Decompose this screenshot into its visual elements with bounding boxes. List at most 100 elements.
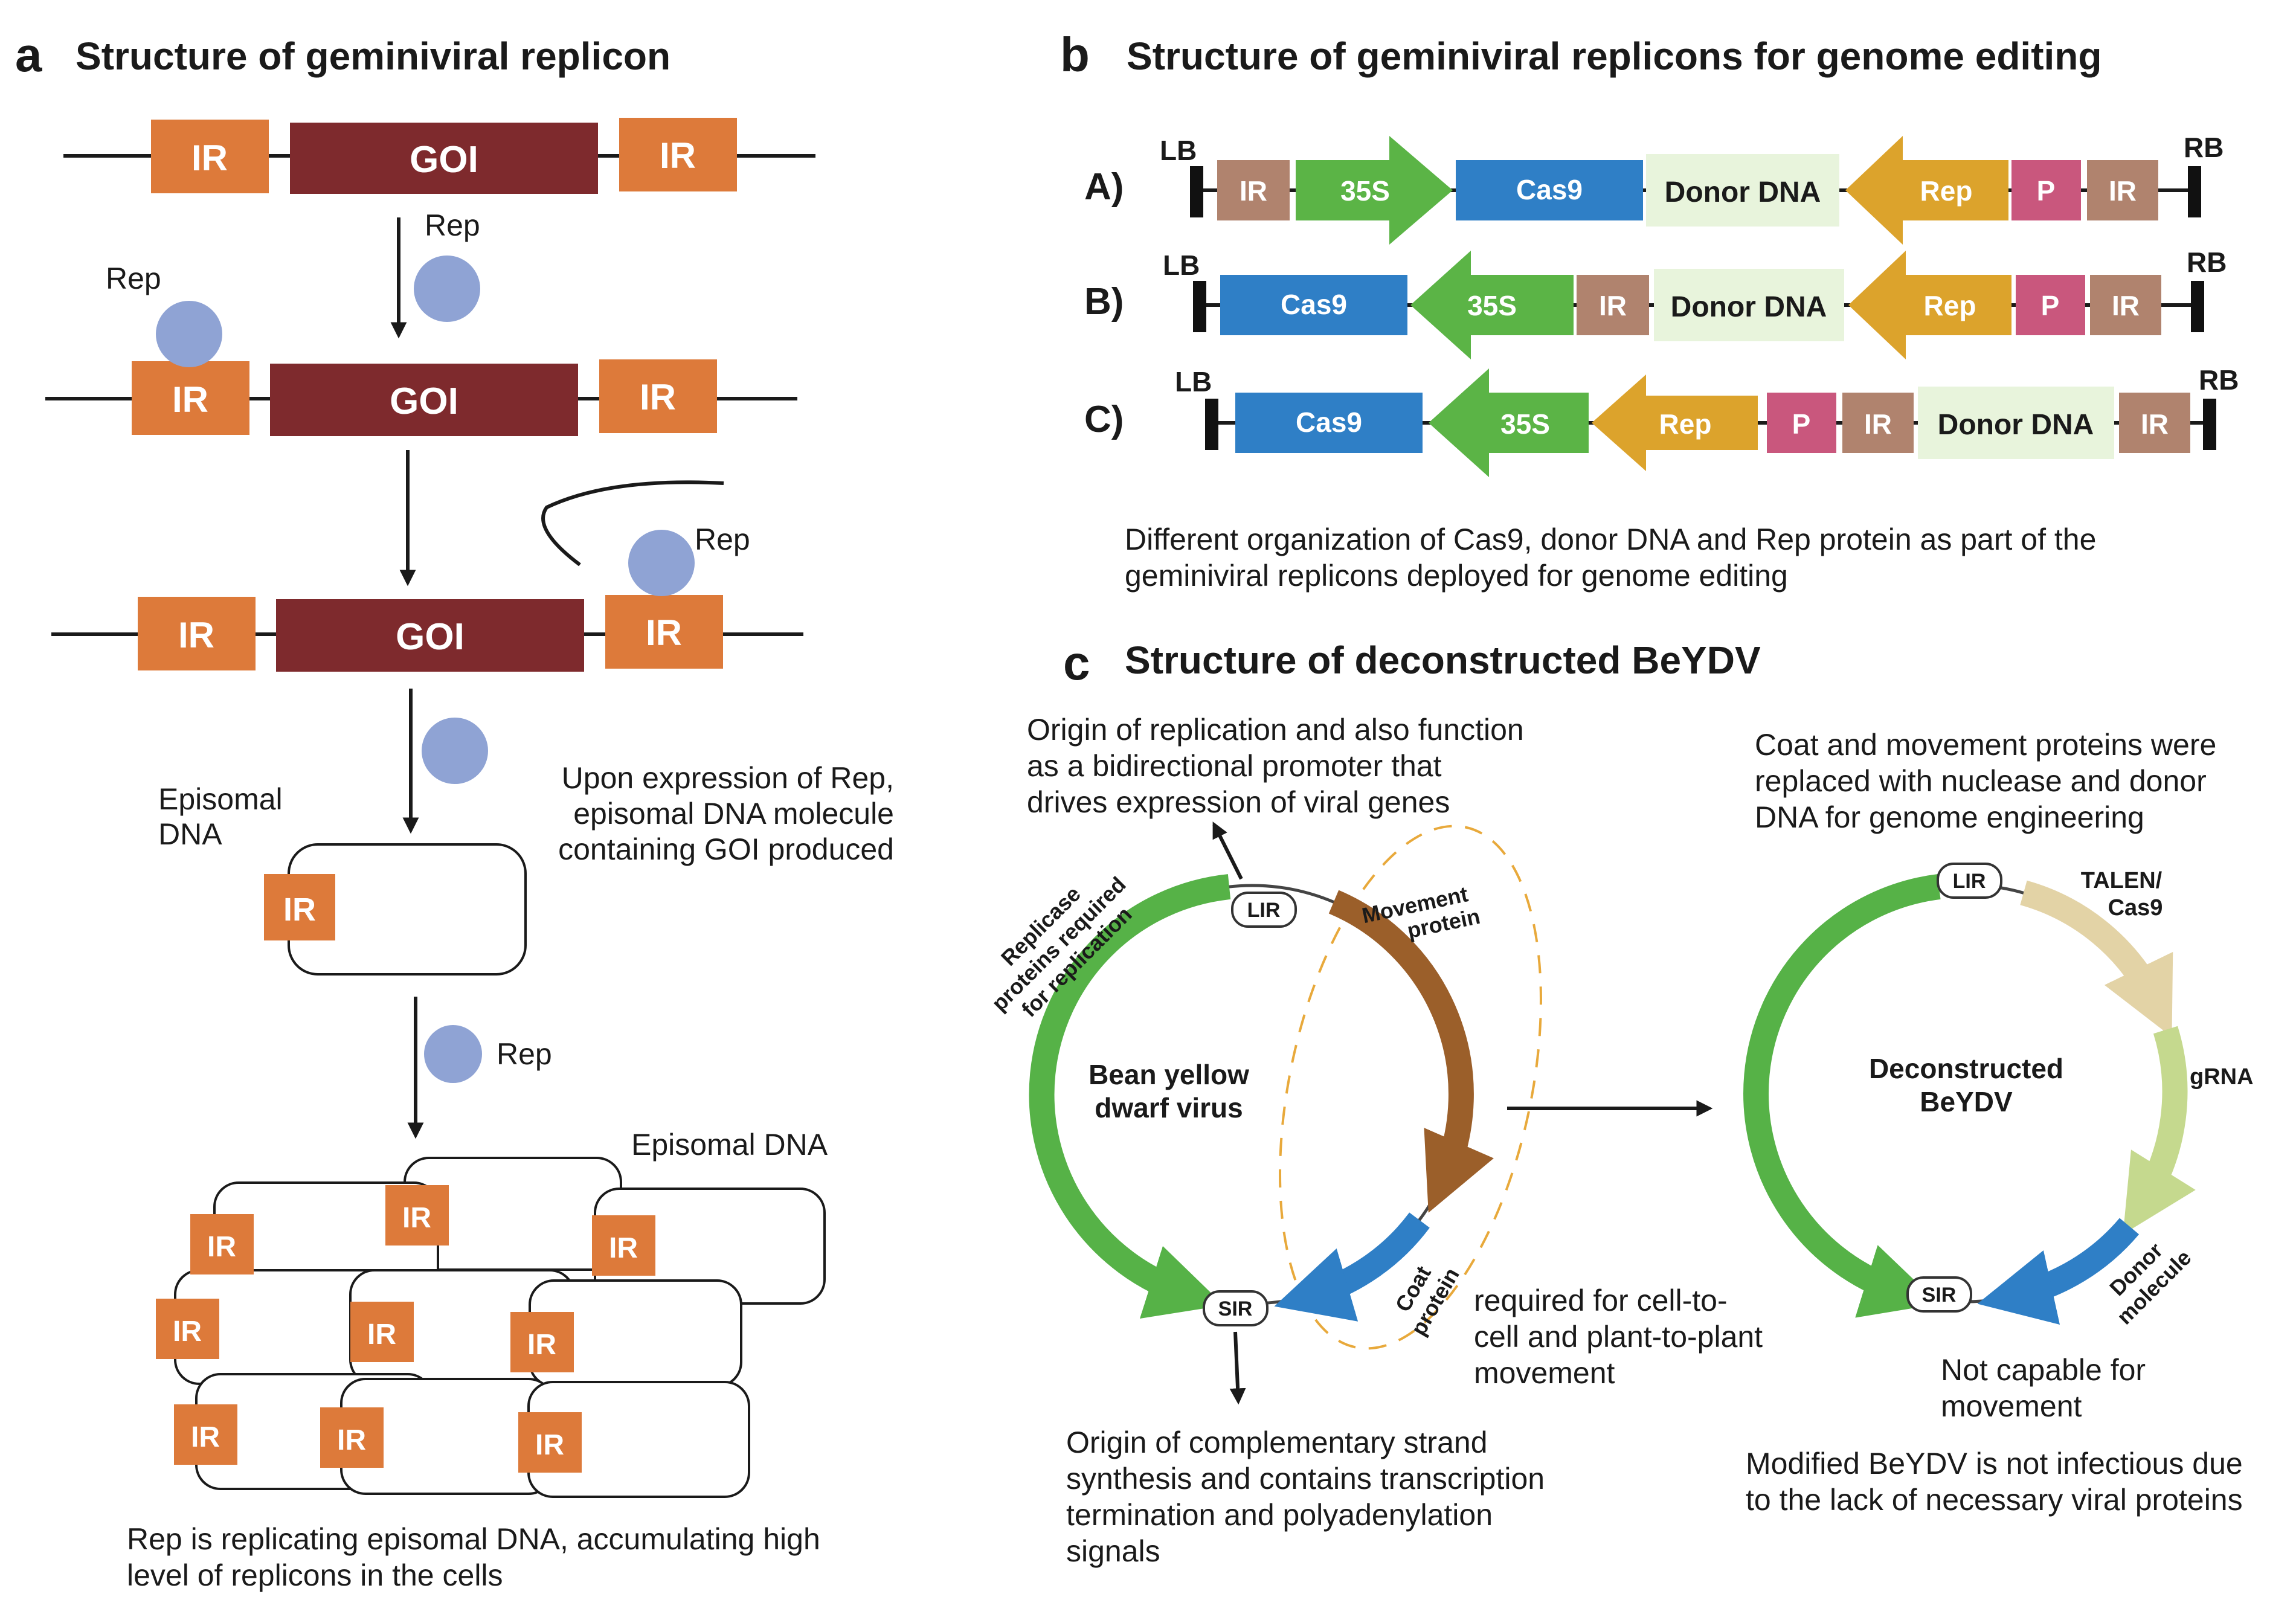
p-box [2016, 275, 2085, 335]
promoter-35s-arrow [1429, 368, 1589, 477]
sir-node [1906, 1276, 1972, 1313]
ir-label: IR [2109, 175, 2137, 207]
ir-label: IR [367, 1319, 396, 1351]
rep-expression-note: containing GOI produced [558, 832, 894, 866]
ir-label: IR [2112, 290, 2140, 321]
right-border [2188, 166, 2201, 217]
rep-protein [422, 718, 488, 784]
left-border [1190, 166, 1203, 217]
episomal-dna-label: DNA [158, 817, 222, 851]
replicase-arc [1029, 874, 1231, 1319]
donor-molecule-arc [1977, 1218, 2140, 1325]
ir-label: IR [337, 1424, 366, 1456]
promoter-35s-arrow [1410, 251, 1574, 359]
looped-strand [541, 480, 724, 567]
left-border-label: LB [1160, 135, 1197, 166]
promoter-35s-arrow [1296, 136, 1453, 245]
right-border [2203, 399, 2216, 450]
donor-dna-box [1654, 269, 1844, 341]
sir-label: SIR [1218, 1297, 1253, 1320]
movement-note: cell and plant-to-plant [1474, 1320, 1763, 1354]
rep-expression-note: episomal DNA molecule [573, 797, 894, 831]
ir-label: IR [172, 379, 208, 420]
coat-label-group: Coat protein [1390, 1262, 1464, 1340]
ir-label: IR [1599, 290, 1627, 321]
row-label: A) [1084, 166, 1124, 208]
not-capable-note: movement [1941, 1389, 2082, 1423]
panel-b: b Structure of geminiviral replicons for… [1060, 28, 2239, 593]
ir-box [619, 118, 737, 191]
ir-box [320, 1407, 384, 1468]
ir-box [592, 1215, 655, 1276]
row-label: B) [1084, 281, 1124, 323]
rep-label: Rep [497, 1037, 552, 1071]
sir-note: termination and polyadenylation [1066, 1498, 1493, 1532]
construct-2: IR GOI IR Rep [45, 262, 797, 436]
construct-1: IR GOI IR [63, 118, 815, 194]
movement-note: required for cell-to- [1474, 1284, 1728, 1317]
promoter-35s-label: 35S [1500, 408, 1550, 440]
movement-note: movement [1474, 1356, 1615, 1390]
lir-pointer-arrow [1212, 821, 1243, 880]
ir-label: IR [173, 1316, 202, 1348]
ir-box [350, 1302, 414, 1362]
lir-label: LIR [1953, 870, 1986, 893]
episome-cluster [174, 1157, 826, 1498]
ir-box [385, 1185, 449, 1246]
panel-a-caption: Rep is replicating episomal DNA, accumul… [127, 1522, 820, 1556]
replacement-note: DNA for genome engineering [1755, 800, 2144, 834]
rep-arrow [1845, 136, 2008, 245]
replacement-note: replaced with nuclease and donor [1755, 764, 2207, 798]
panel-a: a Structure of geminiviral replicon IR G… [15, 28, 894, 1592]
rep-label: Rep [1920, 175, 1973, 207]
ir-label: IR [2141, 408, 2169, 440]
ir-box [132, 361, 249, 435]
ir-label: IR [527, 1329, 556, 1361]
virus-name: dwarf virus [1095, 1092, 1243, 1123]
construct-3: IR GOI IR Rep [51, 480, 803, 672]
grna-arc [2123, 1026, 2196, 1235]
donor-dna-box [1918, 387, 2114, 459]
ir-label: IR [191, 1421, 220, 1453]
goi-label: GOI [396, 616, 465, 658]
rep-protein [156, 301, 222, 367]
donor-dna-box [1646, 154, 1839, 227]
construct-row-b: B) LB RB Cas9 35S IR Donor DNA Rep P IR [1084, 246, 2227, 359]
talen-cas9-label: TALEN/ [2081, 868, 2163, 893]
rep-arrow [1592, 374, 1758, 471]
ir-label: IR [191, 138, 228, 178]
goi-box [290, 123, 598, 194]
panel-a-letter: a [15, 28, 42, 82]
movement-region-dashed-ellipse [1279, 824, 1542, 1350]
talen-cas9-arc [2020, 880, 2173, 1037]
ir-box [510, 1312, 574, 1372]
ir-box [1577, 275, 1649, 335]
ir-label: IR [1864, 408, 1892, 440]
ir-box [264, 874, 335, 940]
construct-row-c: C) LB RB Cas9 35S Rep P IR Donor DNA IR [1084, 364, 2239, 477]
goi-box [276, 599, 584, 672]
right-border-label: RB [2184, 132, 2224, 163]
promoter-35s-label: 35S [1340, 175, 1390, 207]
talen-cas9-label: Cas9 [2108, 895, 2163, 921]
ir-box [2090, 275, 2161, 335]
rep-label: Rep [106, 262, 161, 295]
ir-box [151, 120, 269, 193]
row-label: C) [1084, 399, 1124, 440]
rep-protein [424, 1025, 482, 1083]
ir-box [2087, 160, 2158, 220]
lir-note: Origin of replication and also function [1027, 713, 1524, 747]
cas9-box [1220, 275, 1407, 335]
episome-ir-boxes: IR IR IR IR IR IR IR IR IR [156, 1185, 655, 1473]
ir-label: IR [535, 1429, 564, 1461]
construct-row-a: A) LB RB IR 35S Cas9 Donor DNA Rep P IR [1084, 132, 2224, 245]
rep-protein [414, 256, 480, 322]
coat-protein-arc [1274, 1212, 1430, 1322]
cas9-box [1456, 160, 1643, 220]
goi-label: GOI [410, 139, 478, 181]
ir-label: IR [646, 612, 682, 653]
ir-box [518, 1412, 582, 1473]
not-capable-note: Not capable for [1941, 1353, 2146, 1387]
ir-box [138, 597, 256, 670]
